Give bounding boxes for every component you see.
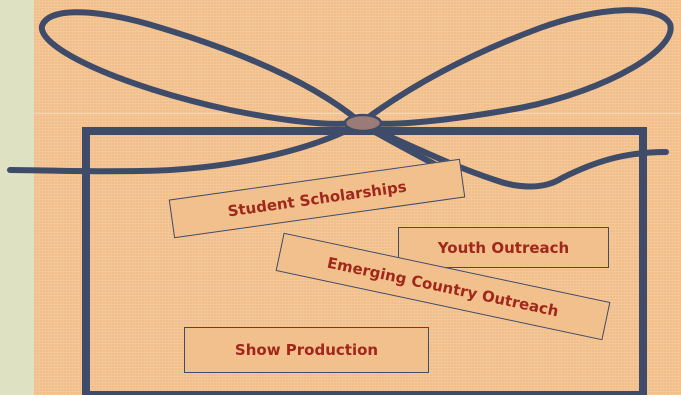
label-show-production: Show Production: [234, 341, 379, 359]
divider-line: [34, 113, 681, 114]
label-youth-outreach: Youth Outreach: [437, 238, 570, 257]
bow-knot: [343, 113, 383, 133]
bow-icon: [7, 7, 674, 190]
label-box-youth-outreach: Youth Outreach: [398, 227, 609, 268]
label-box-show-production: Show Production: [184, 327, 429, 373]
side-band: [0, 0, 34, 395]
